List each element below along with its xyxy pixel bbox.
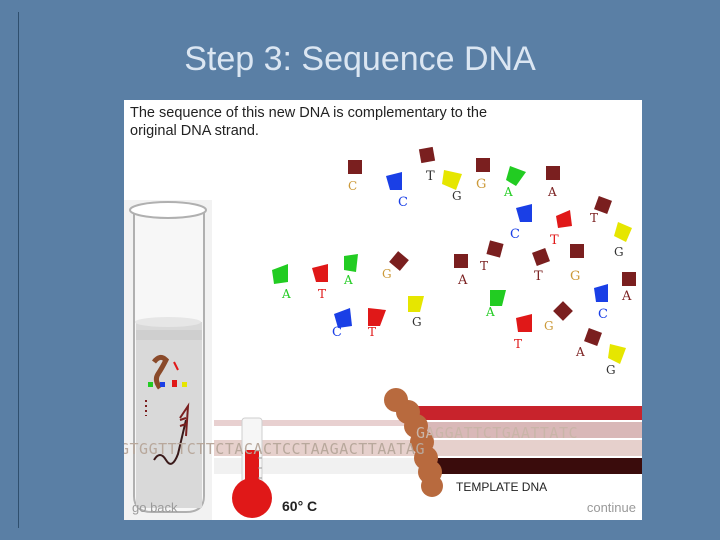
- template-strand-top: [414, 406, 642, 420]
- svg-text:G: G: [606, 363, 616, 377]
- svg-text:A: A: [485, 305, 495, 319]
- svg-text:G: G: [570, 269, 580, 284]
- continue-link[interactable]: continue: [586, 500, 636, 515]
- slide-title: Step 3: Sequence DNA: [184, 40, 536, 78]
- svg-text:T: T: [534, 269, 543, 284]
- go-back-link[interactable]: go back: [132, 500, 178, 515]
- dna-polymerase: [384, 388, 443, 497]
- new-dna-strand-sequence: GAGGATTCTGAATTATC: [416, 424, 579, 442]
- temperature-readout: 60° C: [282, 498, 318, 514]
- svg-text:T: T: [590, 211, 598, 225]
- svg-text:G: G: [452, 189, 462, 203]
- svg-text:T: T: [368, 325, 376, 339]
- svg-text:A: A: [281, 287, 291, 301]
- svg-text:A: A: [503, 185, 513, 199]
- svg-text:A: A: [457, 273, 468, 288]
- svg-text:G: G: [614, 245, 624, 259]
- svg-text:A: A: [575, 345, 585, 359]
- svg-text:T: T: [514, 337, 522, 351]
- svg-text:T: T: [480, 259, 488, 273]
- animation-canvas: C C T G G A A T C T G T A T: [124, 146, 642, 520]
- svg-text:T: T: [550, 233, 559, 248]
- svg-text:T: T: [426, 169, 435, 184]
- caption-text: The sequence of this new DNA is compleme…: [130, 105, 488, 139]
- svg-text:T: T: [318, 287, 326, 301]
- test-tube: [124, 200, 212, 520]
- dna-sequencing-panel: C C T G G A A T C T G T A T: [124, 100, 642, 520]
- slide-divider-line: [18, 12, 19, 528]
- svg-text:C: C: [348, 179, 357, 193]
- template-strand-sequence: GTGGTTTCTTCTACACTCCTAAGACTTAATAG: [124, 440, 425, 458]
- template-dna-strand: [424, 458, 642, 474]
- svg-text:C: C: [332, 325, 342, 340]
- svg-text:A: A: [343, 273, 353, 287]
- free-nucleotides: C C T G G A A T C T G T A T: [272, 146, 636, 377]
- svg-text:A: A: [547, 185, 557, 199]
- svg-text:G: G: [544, 319, 554, 333]
- svg-text:A: A: [621, 289, 632, 304]
- svg-text:G: G: [476, 177, 486, 192]
- svg-text:C: C: [510, 227, 520, 242]
- svg-text:G: G: [412, 315, 422, 329]
- thermometer: [232, 417, 272, 518]
- template-dna-label: TEMPLATE DNA: [456, 480, 548, 494]
- svg-text:C: C: [598, 307, 608, 322]
- svg-text:C: C: [398, 195, 408, 210]
- svg-text:G: G: [382, 267, 392, 281]
